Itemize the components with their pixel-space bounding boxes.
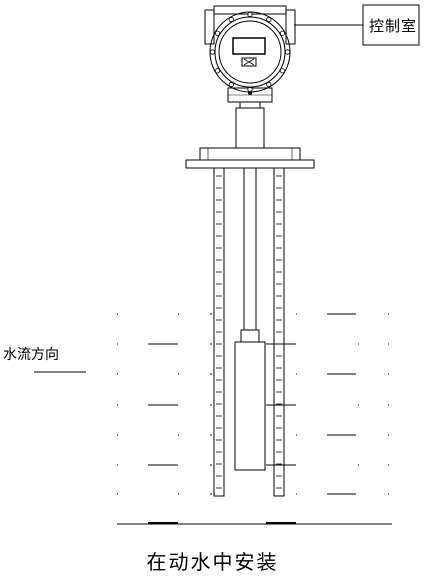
mounting-flange — [185, 147, 315, 169]
housing-bolts — [209, 11, 291, 93]
bolt — [279, 68, 286, 74]
sensor-stem — [235, 107, 265, 149]
pressure-probe — [234, 329, 266, 471]
diagram-caption: 在动水中安装 — [146, 550, 279, 574]
bolt — [266, 16, 272, 23]
bolt — [247, 86, 253, 93]
flow-direction-label: 水流方向 — [3, 347, 59, 363]
transmitter-head — [204, 5, 296, 109]
bolt — [279, 30, 286, 36]
bolt — [214, 68, 221, 74]
bolt — [228, 81, 234, 88]
stilling-well — [213, 167, 285, 497]
bolt — [284, 49, 291, 55]
bolt — [209, 49, 216, 55]
bolt — [228, 16, 234, 23]
well-perforations — [216, 175, 282, 489]
bolt — [247, 11, 253, 18]
bolt — [214, 30, 221, 36]
control-room-box — [294, 4, 420, 46]
bolt — [266, 81, 272, 88]
probe-cable — [243, 168, 257, 330]
water-flow-lines — [117, 313, 389, 524]
control-room-label: 控制室 — [369, 17, 418, 35]
